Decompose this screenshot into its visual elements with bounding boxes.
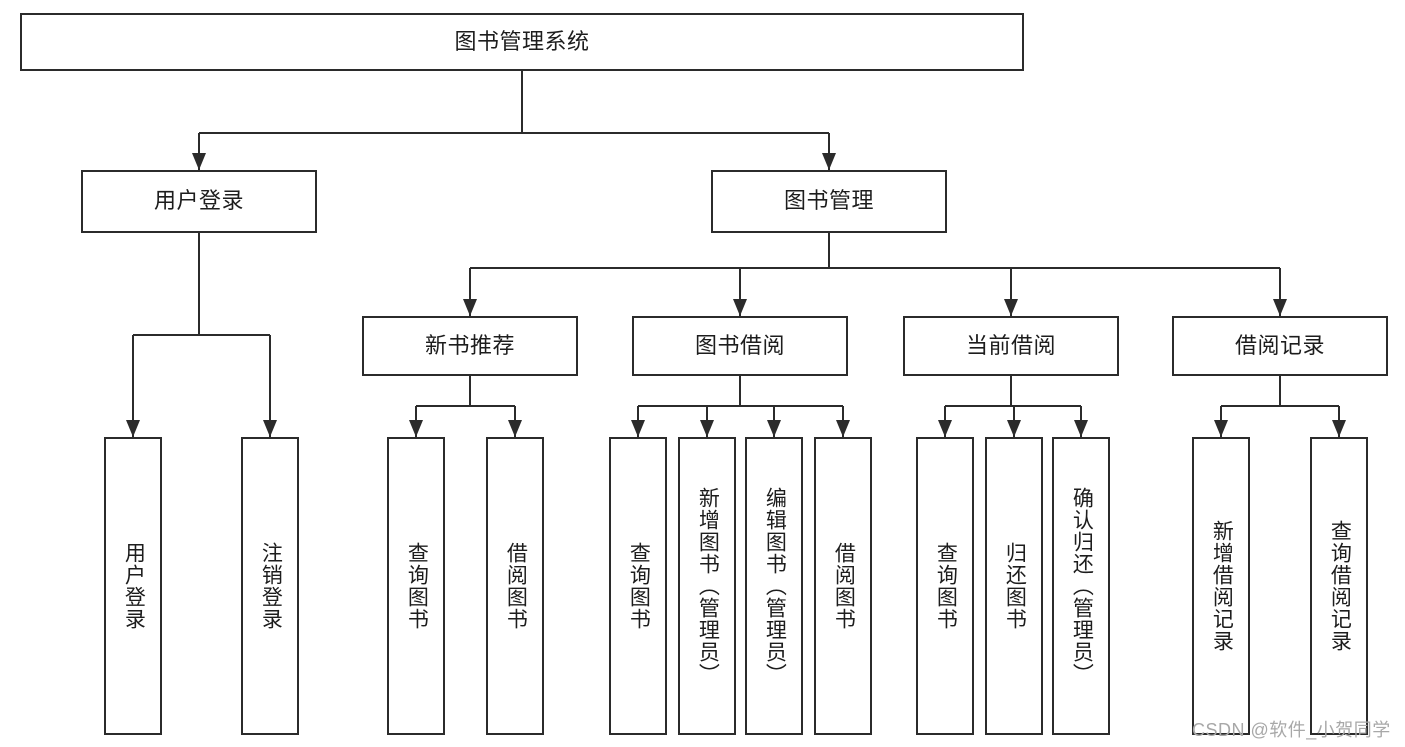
arrowhead-leaf-cur-return (1007, 420, 1021, 437)
node-leaf-rec-query: 查询图书 (387, 437, 445, 735)
node-leaf-cur-query: 查询图书 (916, 437, 974, 735)
node-user-login: 用户登录 (81, 170, 317, 233)
node-leaf-user-login: 用户登录 (104, 437, 162, 735)
node-label-leaf-logout: 注销登录 (259, 542, 283, 630)
node-new-book-rec: 新书推荐 (362, 316, 578, 376)
arrowhead-leaf-cur-confirm (1074, 420, 1088, 437)
node-label-leaf-user-login: 用户登录 (122, 542, 146, 630)
node-leaf-borrow-query: 查询图书 (609, 437, 667, 735)
node-label-leaf-borrow-lend: 借阅图书 (832, 542, 856, 630)
node-label-leaf-cur-confirm: 确认归还（管理员） (1070, 487, 1094, 685)
node-label-new-book-rec: 新书推荐 (424, 332, 515, 358)
arrowhead-leaf-rec-query (409, 420, 423, 437)
arrowhead-leaf-rec-query2 (1332, 420, 1346, 437)
node-book-borrow: 图书借阅 (632, 316, 848, 376)
arrowhead-leaf-rec-borrow (508, 420, 522, 437)
arrowhead-leaf-borrow-lend (836, 420, 850, 437)
node-root: 图书管理系统 (20, 13, 1024, 71)
arrowhead-leaf-rec-add (1214, 420, 1228, 437)
node-label-book-borrow: 图书借阅 (694, 332, 785, 358)
node-leaf-logout: 注销登录 (241, 437, 299, 735)
arrowhead-leaf-borrow-edit (767, 420, 781, 437)
arrowhead-borrow-record (1273, 299, 1287, 316)
arrowhead-leaf-logout (263, 420, 277, 437)
node-label-leaf-rec-query2: 查询借阅记录 (1328, 520, 1352, 652)
node-label-borrow-record: 借阅记录 (1234, 332, 1325, 358)
node-current-borrow: 当前借阅 (903, 316, 1119, 376)
arrowhead-leaf-borrow-query (631, 420, 645, 437)
node-leaf-rec-borrow: 借阅图书 (486, 437, 544, 735)
node-leaf-cur-return: 归还图书 (985, 437, 1043, 735)
node-label-root: 图书管理系统 (454, 28, 590, 54)
arrowhead-leaf-borrow-add (700, 420, 714, 437)
node-leaf-rec-add: 新增借阅记录 (1192, 437, 1250, 735)
node-leaf-rec-query2: 查询借阅记录 (1310, 437, 1368, 735)
node-label-user-login: 用户登录 (153, 188, 244, 214)
node-label-leaf-borrow-query: 查询图书 (627, 542, 651, 630)
node-label-leaf-cur-query: 查询图书 (934, 542, 958, 630)
node-label-leaf-rec-borrow: 借阅图书 (504, 542, 528, 630)
arrowhead-book-borrow (733, 299, 747, 316)
node-label-leaf-cur-return: 归还图书 (1003, 542, 1027, 630)
node-label-leaf-borrow-edit: 编辑图书（管理员） (763, 487, 787, 685)
node-leaf-cur-confirm: 确认归还（管理员） (1052, 437, 1110, 735)
node-leaf-borrow-edit: 编辑图书（管理员） (745, 437, 803, 735)
node-label-leaf-rec-query: 查询图书 (405, 542, 429, 630)
arrowhead-user-login (192, 153, 206, 170)
node-borrow-record: 借阅记录 (1172, 316, 1388, 376)
arrowhead-current-borrow (1004, 299, 1018, 316)
node-label-book-manage: 图书管理 (783, 188, 874, 214)
node-leaf-borrow-lend: 借阅图书 (814, 437, 872, 735)
arrowhead-leaf-cur-query (938, 420, 952, 437)
node-book-manage: 图书管理 (711, 170, 947, 233)
node-leaf-borrow-add: 新增图书（管理员） (678, 437, 736, 735)
arrowhead-new-book-rec (463, 299, 477, 316)
node-label-leaf-borrow-add: 新增图书（管理员） (696, 487, 720, 685)
arrowhead-book-manage (822, 153, 836, 170)
node-label-current-borrow: 当前借阅 (965, 332, 1056, 358)
arrowhead-leaf-user-login (126, 420, 140, 437)
node-label-leaf-rec-add: 新增借阅记录 (1210, 520, 1234, 652)
